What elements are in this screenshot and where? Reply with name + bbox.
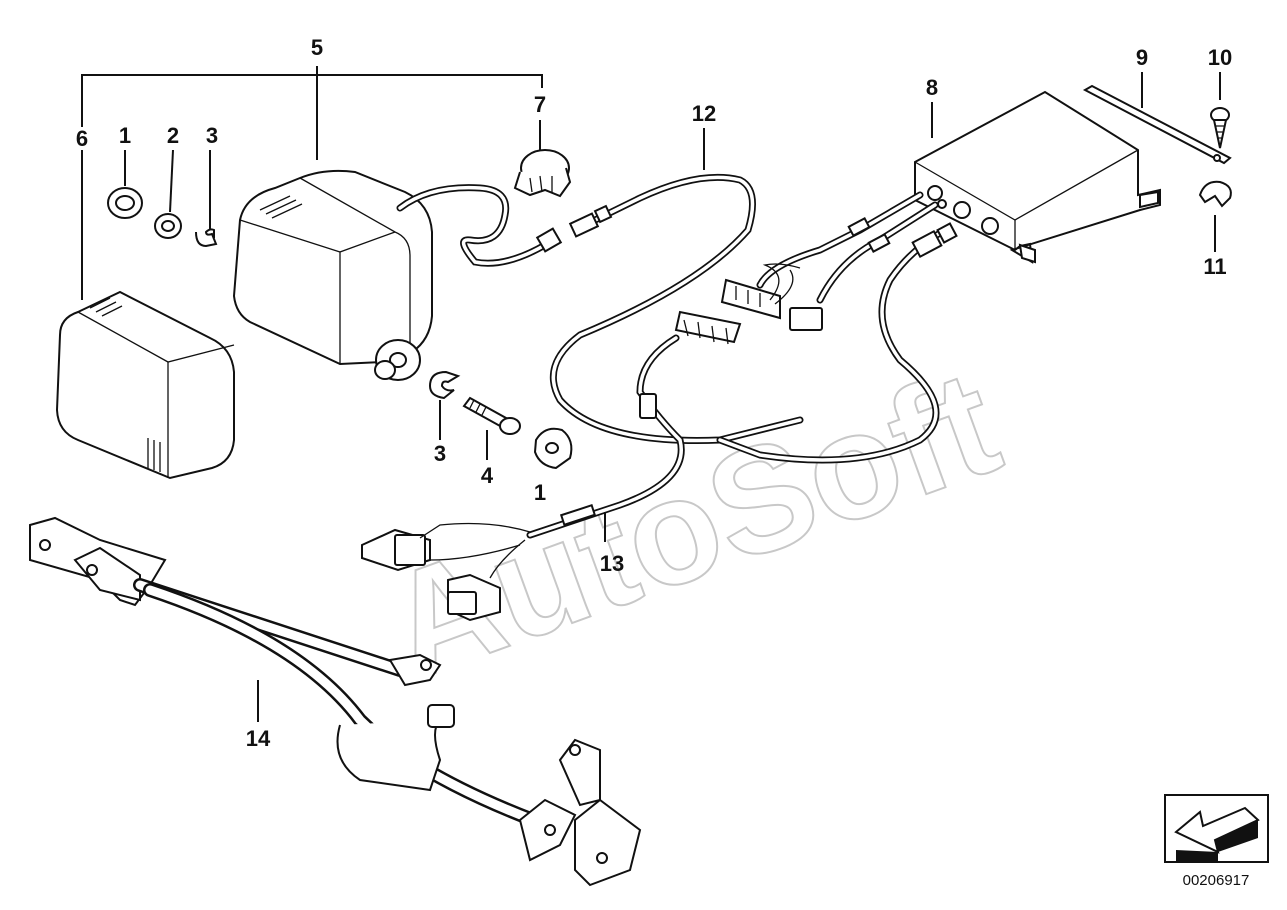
part-4-bolt[interactable]: [462, 396, 521, 435]
group-bracket: [81, 66, 543, 160]
label-14: 14: [246, 726, 271, 751]
part-1-nut-top[interactable]: [107, 187, 143, 219]
harness-to-box[interactable]: [720, 191, 939, 331]
label-2: 2: [167, 123, 179, 148]
part-2-washer[interactable]: [154, 213, 182, 239]
label-4: 4: [481, 463, 494, 488]
label-7: 7: [534, 92, 546, 117]
label-5: 5: [311, 35, 323, 60]
arrow-down-left-icon: [1164, 794, 1269, 863]
label-13: 13: [600, 551, 624, 576]
part-1-nut-lower[interactable]: [533, 427, 573, 470]
label-1-top: 1: [119, 123, 131, 148]
part-10-screw[interactable]: [1210, 107, 1230, 149]
label-9: 9: [1136, 45, 1148, 70]
part-5-lamp[interactable]: [232, 169, 433, 381]
label-6: 6: [76, 126, 88, 151]
part-11-clip[interactable]: [1198, 180, 1232, 208]
part-6-lamp-cover[interactable]: [55, 290, 235, 480]
diagram-code: 00206917: [1183, 872, 1250, 889]
antenna-cable-right[interactable]: [716, 222, 958, 464]
label-10: 10: [1208, 45, 1232, 70]
lamp-cable[interactable]: [396, 184, 563, 267]
label-3-lower: 3: [434, 441, 446, 466]
label-11: 11: [1203, 254, 1226, 279]
part-7-bulb-socket[interactable]: [513, 149, 572, 198]
part-14-mounting-bracket[interactable]: [29, 516, 642, 887]
part-12-antenna-cable[interactable]: [549, 173, 804, 444]
label-3-top: 3: [206, 123, 218, 148]
label-8: 8: [926, 75, 938, 100]
part-labels: 1 2 3 5 6 7 12 8 9 10 11 3 4 1 13 14: [76, 35, 1232, 751]
part-3-clip-lower[interactable]: [428, 370, 461, 400]
part-3-clip-top[interactable]: [195, 228, 218, 248]
part-8-control-unit[interactable]: [914, 90, 1161, 264]
label-12: 12: [692, 101, 716, 126]
part-13-harness[interactable]: [361, 310, 742, 622]
label-1-lower: 1: [534, 480, 546, 505]
part-9-strip[interactable]: [1082, 84, 1232, 165]
